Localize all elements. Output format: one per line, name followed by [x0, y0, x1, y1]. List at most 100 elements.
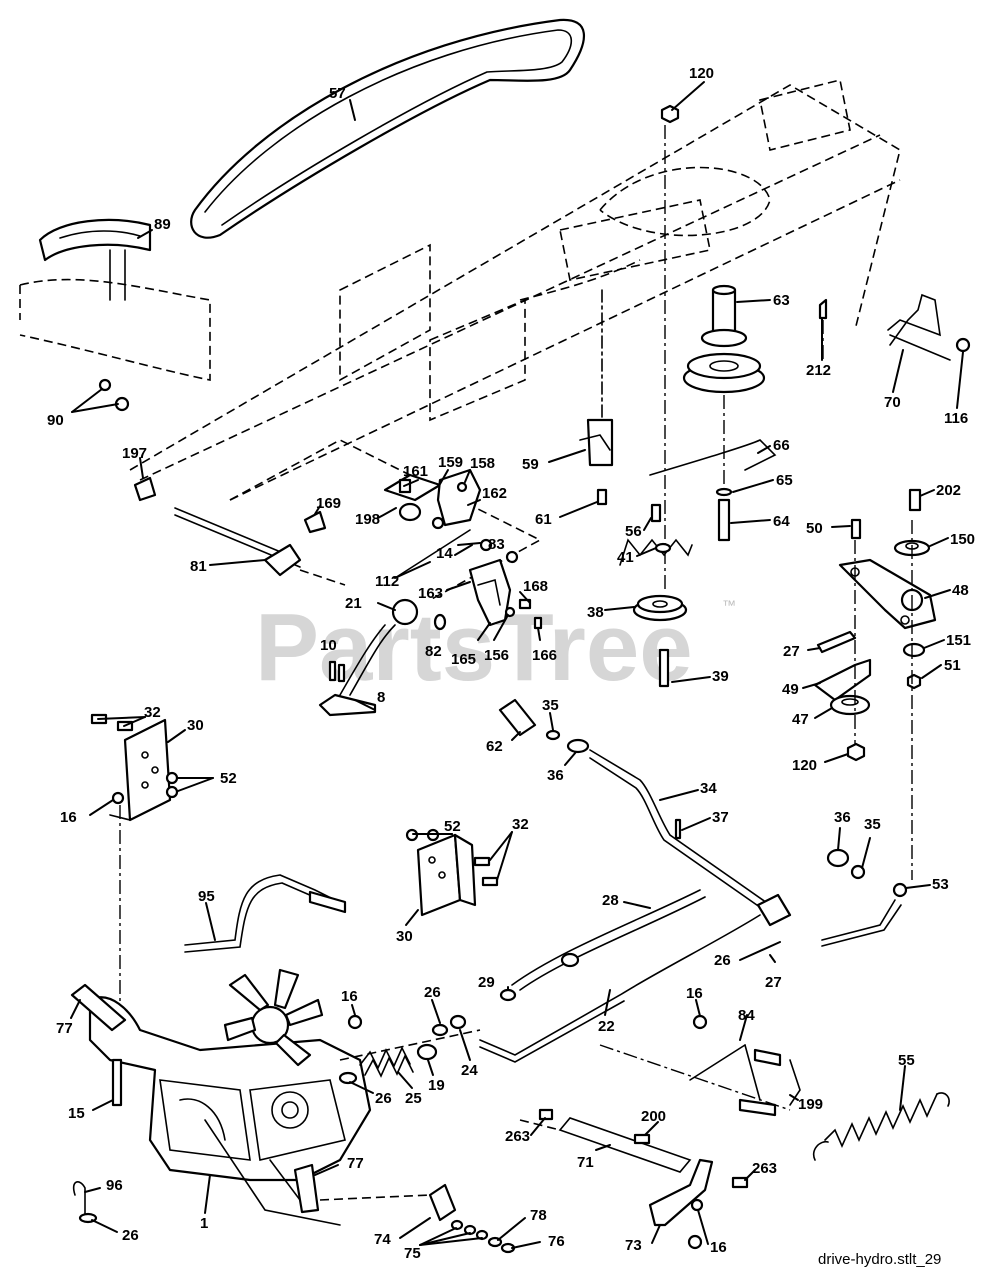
callout-89: 89	[154, 216, 171, 233]
nuts-90	[98, 378, 130, 412]
callout-63: 63	[773, 292, 790, 309]
callout-162: 162	[482, 485, 507, 502]
callout-52-center: 52	[444, 818, 461, 835]
callout-30-center: 30	[396, 928, 413, 945]
pulley-38-assembly	[619, 503, 693, 688]
callout-47: 47	[792, 711, 809, 728]
callout-36: 36	[547, 767, 564, 784]
tractor-frame	[19, 79, 901, 501]
callout-197: 197	[122, 445, 147, 462]
callout-159: 159	[438, 454, 463, 471]
shaft-81	[133, 476, 346, 586]
callout-15: 15	[68, 1105, 85, 1122]
nut-120-top	[660, 104, 680, 590]
callout-70: 70	[884, 394, 901, 411]
spacer-74-assembly	[319, 1183, 516, 1254]
callout-32-left: 32	[144, 704, 161, 721]
callout-52-left: 52	[220, 770, 237, 787]
bracket-30-right	[405, 828, 499, 917]
callout-27-right: 27	[783, 643, 800, 660]
callout-212: 212	[806, 362, 831, 379]
callout-34: 34	[700, 780, 717, 797]
callout-263-right: 263	[752, 1160, 777, 1177]
callout-26-right: 26	[714, 952, 731, 969]
callout-74: 74	[374, 1231, 391, 1248]
callout-22: 22	[598, 1018, 615, 1035]
callout-56: 56	[625, 523, 642, 540]
callout-95: 95	[198, 888, 215, 905]
watermark: PartsTree ™	[255, 594, 736, 701]
callout-55: 55	[898, 1052, 915, 1069]
callout-199: 199	[798, 1096, 823, 1113]
callout-84: 84	[738, 1007, 755, 1024]
callout-labels: 57 120 89 90 63 212 70 116 66 65 64 59 6…	[47, 65, 975, 1262]
callout-161: 161	[403, 463, 428, 480]
callout-64: 64	[773, 513, 790, 530]
watermark-trademark: ™	[722, 597, 736, 613]
callout-116: 116	[944, 410, 968, 427]
callout-25: 25	[405, 1090, 422, 1107]
callout-14: 14	[436, 545, 453, 562]
rod-34-assembly	[498, 698, 908, 947]
spring-55	[812, 1092, 950, 1161]
callout-39: 39	[712, 668, 729, 685]
callout-29: 29	[478, 974, 495, 991]
bracket-165	[468, 538, 543, 630]
callout-16-left: 16	[60, 809, 77, 826]
callout-62: 62	[486, 738, 503, 755]
callout-27-lower: 27	[765, 974, 782, 991]
callout-200: 200	[641, 1108, 666, 1125]
rod-70-assembly	[818, 293, 971, 361]
callout-37: 37	[712, 809, 729, 826]
callout-158: 158	[470, 455, 495, 472]
callout-28: 28	[602, 892, 619, 909]
callout-16-link: 16	[686, 985, 703, 1002]
callout-81: 81	[190, 558, 207, 575]
bracket-48-assembly	[813, 488, 937, 880]
callout-35-right: 35	[864, 816, 881, 833]
leader-lines	[70, 81, 964, 1249]
brake-pedal-pad	[38, 218, 152, 301]
link-71-assembly	[519, 1108, 749, 1250]
callout-73: 73	[625, 1237, 642, 1254]
drive-belt	[190, 18, 585, 239]
hydro-transmission	[70, 968, 372, 1226]
callout-163: 163	[418, 585, 443, 602]
callout-82: 82	[425, 643, 442, 660]
callout-169: 169	[316, 495, 341, 512]
callout-53: 53	[932, 876, 949, 893]
callout-151: 151	[946, 632, 971, 649]
callout-48: 48	[952, 582, 969, 599]
callout-150: 150	[950, 531, 975, 548]
lever-8	[318, 598, 447, 717]
callout-38: 38	[587, 604, 604, 621]
callout-19: 19	[428, 1077, 445, 1094]
callout-166: 166	[532, 647, 557, 664]
callout-66: 66	[773, 437, 790, 454]
idler-pulley-assembly	[649, 284, 777, 542]
callout-120-lower: 120	[792, 757, 817, 774]
callout-24: 24	[461, 1062, 478, 1079]
callout-36-right: 36	[834, 809, 851, 826]
callout-77-right: 77	[347, 1155, 364, 1172]
callout-21: 21	[345, 595, 362, 612]
callout-96: 96	[106, 1177, 123, 1194]
callout-1: 1	[200, 1215, 208, 1232]
callout-10: 10	[320, 637, 337, 654]
cooling-fan	[223, 968, 324, 1067]
callout-16-bottom: 16	[710, 1239, 727, 1256]
callout-156: 156	[484, 647, 509, 664]
callout-165: 165	[451, 651, 476, 668]
callout-78: 78	[530, 1207, 547, 1224]
callout-59: 59	[522, 456, 539, 473]
callout-8: 8	[377, 689, 385, 706]
link-84-assembly	[599, 1014, 801, 1117]
spring-25-assembly	[338, 1014, 481, 1085]
callout-41: 41	[617, 549, 634, 566]
callout-26-bottom: 26	[122, 1227, 139, 1244]
rod-95	[184, 874, 347, 953]
bracket-59	[579, 289, 614, 506]
callout-49: 49	[782, 681, 799, 698]
callout-35: 35	[542, 697, 559, 714]
